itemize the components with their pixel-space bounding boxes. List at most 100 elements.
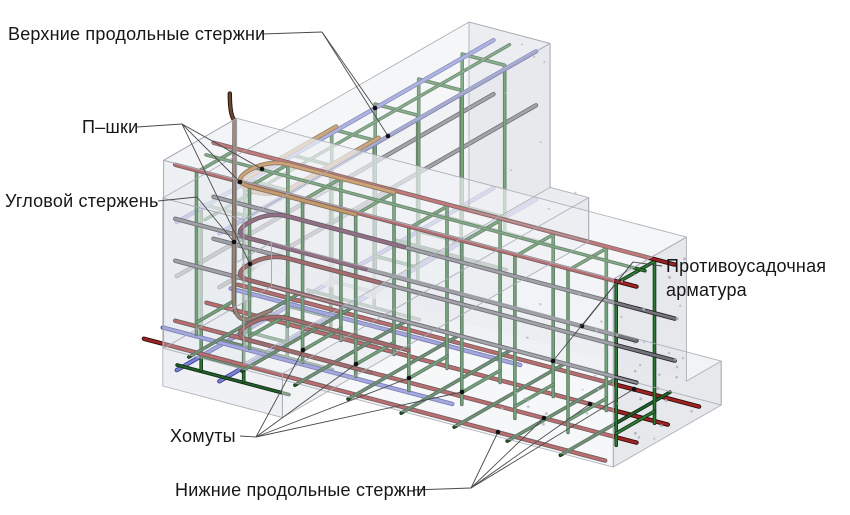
label-top-longitudinal-bars: Верхние продольные стержни xyxy=(8,24,265,44)
rebar-back-bottom-transverse xyxy=(176,364,290,396)
speckle xyxy=(620,280,624,283)
speckle xyxy=(574,191,577,194)
rebar-front-bottom-transverse xyxy=(453,363,565,428)
leader-line-stirrups xyxy=(255,349,304,438)
speckle xyxy=(659,424,663,428)
stirrup-front xyxy=(460,219,501,406)
speckle xyxy=(577,293,581,297)
stirrup-back-bottom-rail xyxy=(374,255,419,269)
leader-dot-bottom-bars xyxy=(587,401,593,407)
rebar-front-bottom-transverse xyxy=(400,349,512,414)
concrete-edge-3 xyxy=(243,42,551,364)
leader-line-corner-bar xyxy=(196,196,235,243)
label-bottom-longitudinal-bars: Нижние продольные стержни xyxy=(175,480,426,500)
leader-line-top-bars xyxy=(321,31,389,137)
rebar-bottom-anchor-blue xyxy=(229,287,522,367)
leader-line-shrinkage xyxy=(552,261,634,362)
speckle xyxy=(594,374,597,377)
concrete-speckles xyxy=(481,43,693,440)
stirrup-front xyxy=(567,247,608,434)
speckle xyxy=(653,437,656,440)
leader-dot-stirrups xyxy=(353,361,359,367)
rebar-front-bottom-transverse xyxy=(347,335,459,400)
rebar-front-bottom-transverse xyxy=(294,321,406,386)
leader-line-u-bars xyxy=(181,123,241,183)
rebar-front-bottom-transverse xyxy=(241,307,353,372)
leader-dot-stirrups xyxy=(459,389,465,395)
leader-line-stirrups xyxy=(255,363,357,438)
leader-tick-top-bars xyxy=(261,31,323,35)
concrete-face-front-near xyxy=(163,160,614,468)
concrete-edge-9 xyxy=(271,241,722,406)
speckle xyxy=(674,358,677,361)
leader-dot-stirrups xyxy=(406,375,412,381)
speckle xyxy=(639,363,642,367)
stirrup-back-bottom-rail xyxy=(243,330,289,344)
speckle xyxy=(633,274,636,277)
stirrup-front-bottom-rail xyxy=(567,397,608,422)
leader-tick-corner-bar xyxy=(157,196,198,202)
front-strip-concrete-front xyxy=(163,118,687,468)
stirrup-front xyxy=(354,191,395,378)
label-shrinkage-reinforcement-line1: Противоусадочная xyxy=(666,256,826,276)
speckle xyxy=(585,412,589,415)
leader-dot-bottom-bars xyxy=(631,386,637,392)
speckle xyxy=(633,342,636,345)
speckle xyxy=(690,409,693,413)
leader-dot-stirrups xyxy=(300,347,306,353)
speckle xyxy=(545,412,548,415)
speckle xyxy=(527,399,530,402)
speckle xyxy=(581,388,584,391)
speckle xyxy=(526,336,529,340)
speckle xyxy=(539,141,542,144)
stirrup-front xyxy=(514,233,555,420)
stirrup-front xyxy=(407,205,448,392)
stirrup-front xyxy=(615,260,656,447)
speckle xyxy=(543,61,546,64)
stirrup-front-bottom-rail xyxy=(615,410,656,435)
label-shrinkage-reinforcement-line2: арматура xyxy=(666,280,748,300)
back-strip-rebar xyxy=(174,37,552,397)
speckle xyxy=(667,275,672,279)
rebar-bottom-longitudinal xyxy=(236,283,701,408)
leader-line-bottom-bars xyxy=(470,388,635,489)
speckle xyxy=(520,43,523,46)
leader-tick-stirrups xyxy=(239,435,257,438)
stirrup-front-bottom-rail xyxy=(514,383,555,408)
leader-dot-corner-bar xyxy=(231,239,237,245)
concrete-face-back-end xyxy=(469,22,589,242)
speckle xyxy=(594,328,598,332)
speckle xyxy=(683,257,687,261)
speckle xyxy=(547,207,550,210)
stirrup-front-bottom-rail xyxy=(195,299,236,324)
leader-dot-bottom-bars xyxy=(541,415,547,421)
stirrup-front xyxy=(248,163,289,350)
stirrup-front xyxy=(301,177,342,364)
leader-dot-bottom-bars xyxy=(495,429,501,435)
speckle xyxy=(633,369,637,373)
speckle xyxy=(620,316,623,319)
speckle xyxy=(505,91,507,94)
speckle xyxy=(675,317,679,321)
speckle xyxy=(675,375,678,379)
leader-line-top-bars xyxy=(321,31,376,109)
label-u-bars: П–шки xyxy=(82,117,138,137)
leader-tick-bottom-bars xyxy=(412,487,472,491)
leader-line-bottom-bars xyxy=(470,417,545,489)
leader-dot-u-bars xyxy=(259,166,265,172)
leader-line-stirrups xyxy=(255,377,410,438)
leader-lines xyxy=(136,31,663,491)
speckle xyxy=(615,333,619,337)
speckle xyxy=(658,373,661,376)
leader-tick-shrinkage xyxy=(632,261,663,267)
speckle xyxy=(664,398,668,403)
speckle xyxy=(600,320,603,323)
speckle xyxy=(539,303,542,306)
speckle xyxy=(596,388,600,391)
leader-dot-u-bars xyxy=(247,261,253,267)
speckle xyxy=(679,304,682,307)
speckle xyxy=(675,365,679,369)
speckle xyxy=(541,422,545,426)
rebar-bottom-longitudinal xyxy=(142,337,607,462)
speckle xyxy=(642,341,645,344)
